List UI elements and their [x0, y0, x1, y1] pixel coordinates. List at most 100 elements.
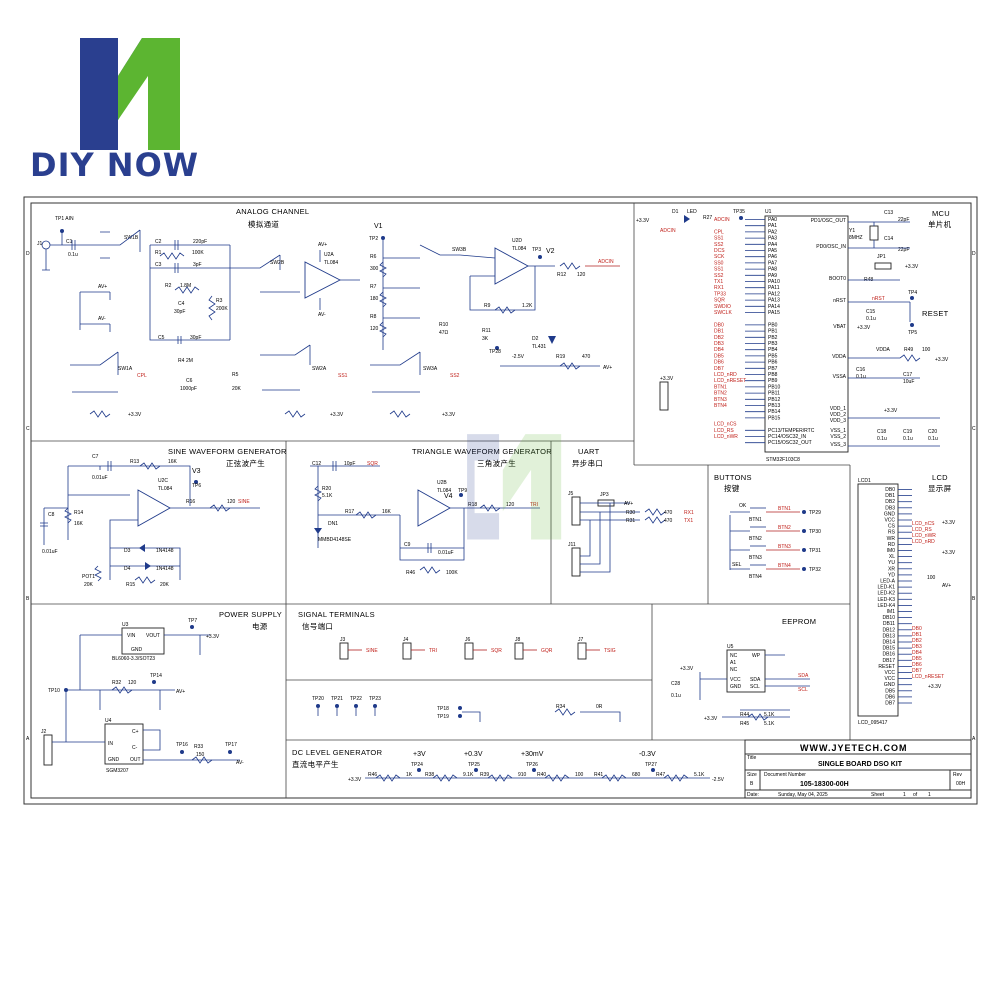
label-c28-val: 0.1u: [671, 693, 681, 699]
test-point-icon: [316, 704, 320, 708]
test-point-label: TP25: [468, 762, 480, 768]
mcu-pin-label: PA12: [768, 291, 780, 297]
mcu-net-label: CPL: [714, 229, 724, 235]
label-r6-val: 300: [370, 266, 379, 272]
label-d3-val: 1N4148: [156, 548, 174, 554]
section-title-uart-cn: 异步串口: [572, 459, 603, 468]
label-dc-03v: +0.3V: [464, 751, 483, 758]
label-sda: SDA: [750, 677, 761, 683]
lcd-pin-label: DB17: [882, 658, 895, 664]
mcu-pin-label: VSS_3: [830, 442, 846, 448]
led-icon: [684, 215, 690, 223]
label-d2: D2: [532, 336, 539, 342]
section-title-lcd-cn: 显示屏: [928, 484, 952, 493]
resistor-label: R38: [425, 772, 434, 778]
resistor-label: R40: [537, 772, 546, 778]
label-ok: OK: [739, 503, 747, 509]
label-out: OUT: [130, 757, 141, 763]
test-point-icon: [152, 680, 156, 684]
label-r14: R14: [74, 510, 83, 516]
lcd-pin-label: DB1: [885, 493, 895, 499]
test-point-icon: [194, 480, 198, 484]
docnum-value: 105-18300-00H: [800, 781, 849, 788]
label-av-plus: AV+: [603, 365, 612, 371]
mcu-net-label: ADCIN: [714, 217, 730, 223]
test-point-icon: [802, 548, 806, 552]
label-c6: C6: [186, 378, 193, 384]
label-c3: C3: [155, 262, 162, 268]
label-tp9: TP9: [458, 488, 467, 494]
label-c16-val: 0.1u: [856, 374, 866, 380]
mcu-net-label: RX1: [714, 285, 724, 291]
label-r10-val: 47Ω: [439, 330, 449, 336]
section-title-mcu-cn: 单片机: [928, 219, 952, 229]
lcd-block: LCD1 LCD_095417 DB0DB1DB2DB3GNDVCCCSRSWR…: [857, 478, 956, 726]
label-tp4: TP4: [908, 290, 917, 296]
lcd-pin-label: DB11: [883, 621, 895, 627]
mcu-pin-label: PB14: [768, 409, 780, 415]
label-sw3b: SW3B: [452, 247, 467, 253]
net-adcin: ADCIN: [598, 259, 614, 265]
test-point-label: TP22: [350, 696, 362, 702]
label-r31-val: 470: [664, 518, 673, 524]
label-jp1-p33: +3.3V: [905, 264, 919, 270]
label-tp6: TP6: [192, 483, 201, 489]
connector-label: J6: [465, 637, 471, 643]
label-r5-val: 20K: [232, 386, 242, 392]
test-point-label: TP23: [369, 696, 381, 702]
section-title-power: POWER SUPPLY: [219, 610, 282, 619]
label-u2a-avm: AV-: [318, 312, 326, 318]
label-cp: C+: [132, 729, 139, 735]
label-dc-p33: +3.3V: [348, 777, 362, 783]
section-title-triangle: TRIANGLE WAVEFORM GENERATOR: [412, 447, 552, 456]
label-c7-val: 0.01uF: [92, 475, 108, 481]
label-c2-val: 220pF: [193, 239, 207, 245]
mcu-pin-label: PA8: [768, 267, 777, 273]
mcu-pin-label: PD1/OSC_OUT: [811, 218, 846, 224]
date-value: Sunday, May 04, 2025: [778, 792, 828, 798]
section-title-buttons-cn: 按键: [724, 483, 740, 493]
label-r32-val: 120: [128, 680, 137, 686]
label-tp3: TP3: [532, 247, 541, 253]
label-u5-vcc: VCC: [730, 677, 741, 683]
lcd-net-label: LCD_nRD: [912, 539, 935, 545]
eeprom-circuit: U5 NC A1 NC VCC GND WP SDA SCL SDA SCL +…: [671, 644, 810, 727]
label-u4-gnd: GND: [108, 757, 120, 763]
sheet-num: 1: [903, 792, 906, 798]
label-vdda-net: VDDA: [876, 347, 891, 353]
label-c17-val: 10uF: [903, 379, 914, 385]
label-v2: V2: [546, 248, 555, 255]
test-point-icon: [532, 768, 536, 772]
label-dn1: DN1: [328, 521, 338, 527]
mcu-pin-label: VSS_1: [830, 428, 846, 434]
lcd-pin-label: CS: [888, 524, 896, 530]
label-r8-val: 120: [370, 326, 379, 332]
button-label: BTN2: [749, 536, 762, 542]
label-c20: C20: [928, 429, 937, 435]
mcu-pin-label: PD0/OSC_IN: [816, 244, 846, 250]
brand-logo-icon: [80, 38, 180, 150]
label-c14-val: 22pF: [898, 247, 909, 253]
lcd-net-label: LCD_nCS: [912, 521, 935, 527]
label-sw1b: SW1B: [124, 235, 139, 241]
label-vin: VIN: [127, 633, 136, 639]
label-c9: C9: [404, 542, 411, 548]
test-point-icon: [802, 510, 806, 514]
zone-letter: D: [26, 251, 30, 257]
label-tp16: TP16: [176, 742, 188, 748]
test-point-label: TP21: [331, 696, 343, 702]
lcd-pin-label: WR: [887, 536, 896, 542]
mcu-net-label: SS1: [714, 236, 724, 242]
label-r9-val: 1.2K: [522, 303, 533, 309]
label-lcd-vp: AV+: [942, 583, 951, 589]
test-point-label: TP26: [526, 762, 538, 768]
test-point-icon: [381, 236, 385, 240]
test-point-icon: [802, 529, 806, 533]
net-tx1: TX1: [684, 518, 693, 524]
label-c28: C28: [671, 681, 680, 687]
lcd-pin-label: IM0: [887, 548, 896, 554]
zone-letter: A: [972, 736, 976, 742]
label-c12: C12: [312, 461, 321, 467]
